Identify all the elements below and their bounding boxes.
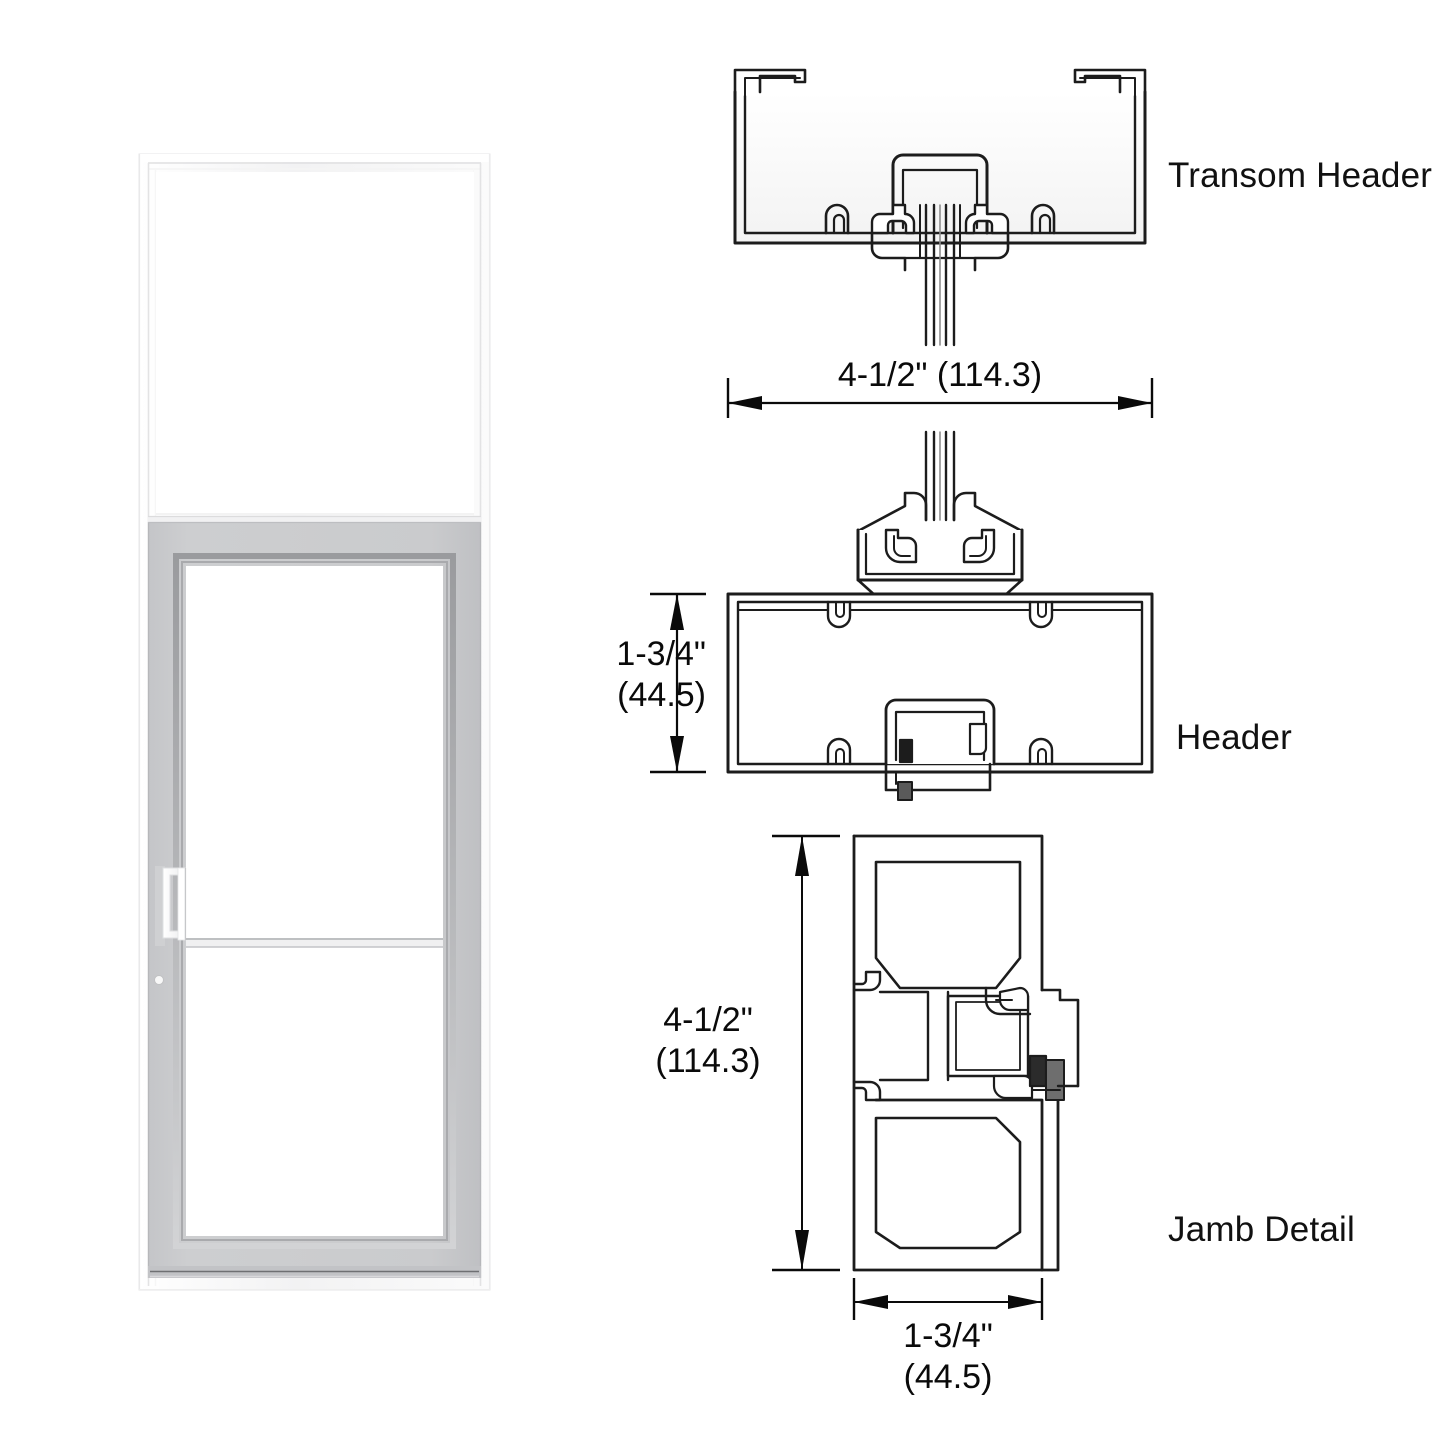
header-height-imperial: 1-3/4" <box>616 635 706 673</box>
jamb-width-dimension-label: 1-3/4" (44.5) <box>854 1316 1042 1399</box>
jamb-depth-metric: (114.3) <box>655 1042 761 1081</box>
lock-cylinder-icon <box>154 975 164 985</box>
transom-glass <box>156 172 474 515</box>
door-pull-handle <box>155 866 187 946</box>
jamb-width-metric: (44.5) <box>903 1358 993 1397</box>
transom-width-dimension-label: 4-1/2" (114.3) <box>837 356 1043 394</box>
door-lite-bead <box>173 553 456 1249</box>
jamb-width-imperial: 1-3/4" <box>903 1317 993 1355</box>
jamb-detail-label: Jamb Detail <box>1168 1210 1355 1249</box>
transom-bar <box>148 515 481 522</box>
door-muntin-bar <box>186 938 443 948</box>
jamb-depth-dimension-label: 4-1/2" (114.3) <box>640 1000 776 1083</box>
header-height-dimension-label: 1-3/4" (44.5) <box>576 634 706 717</box>
jamb-depth-imperial: 4-1/2" <box>663 1001 753 1039</box>
transom-header-label: Transom Header <box>1168 156 1433 195</box>
header-height-metric: (44.5) <box>617 676 706 715</box>
header-label: Header <box>1176 718 1292 757</box>
